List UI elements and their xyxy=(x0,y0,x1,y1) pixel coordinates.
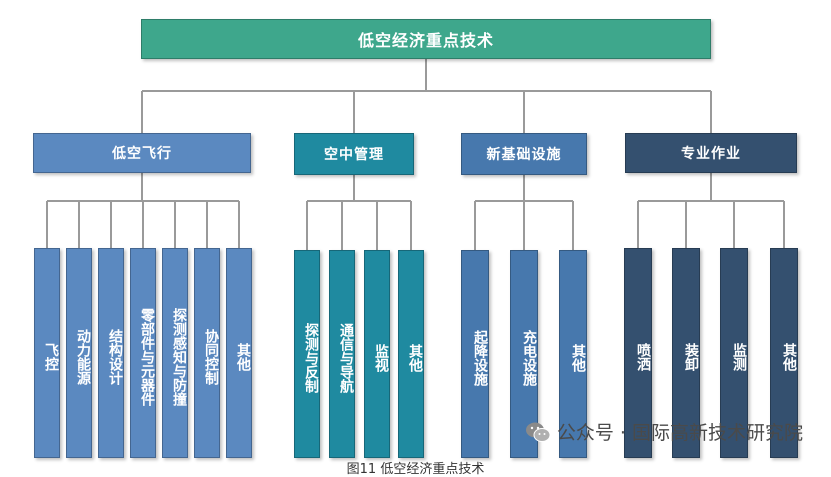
category-label: 专业作业 xyxy=(681,146,741,162)
leaf-node: 协同控制 xyxy=(194,248,220,458)
leaf-label: 充电设施 xyxy=(521,330,537,386)
root-node: 低空经济重点技术 xyxy=(141,19,711,59)
connector-lines xyxy=(46,59,785,250)
category-node-professional-operations: 专业作业 xyxy=(625,133,797,173)
leaf-label: 监视 xyxy=(373,344,389,372)
leaf-node: 其他 xyxy=(770,248,798,458)
figure-caption: 图11 低空经济重点技术 xyxy=(346,462,485,477)
leaf-label: 其他 xyxy=(781,343,797,371)
leaf-node: 装卸 xyxy=(672,248,700,458)
category-label: 空中管理 xyxy=(324,147,384,163)
leaf-label: 起降设施 xyxy=(472,330,488,386)
category-label: 低空飞行 xyxy=(112,146,172,162)
leaf-node: 探测与反制 xyxy=(294,250,320,458)
leaf-label: 结构设计 xyxy=(107,329,123,385)
leaf-label: 探测与反制 xyxy=(303,323,319,393)
leaf-node: 通信与导航 xyxy=(329,250,355,458)
leaf-node: 其他 xyxy=(398,250,424,458)
leaf-node: 探测感知与防撞 xyxy=(162,248,188,458)
category-node-new-infrastructure: 新基础设施 xyxy=(461,133,587,175)
leaf-label: 通信与导航 xyxy=(338,323,354,393)
leaf-label: 协同控制 xyxy=(203,329,219,385)
leaf-label: 其他 xyxy=(570,344,586,372)
leaf-label: 监测 xyxy=(731,343,747,371)
watermark-text: 公众号 · 国际高新技术研究院 xyxy=(556,422,803,444)
leaf-node: 动力能源 xyxy=(66,248,92,458)
leaf-node: 其他 xyxy=(559,250,587,458)
leaf-node: 飞控 xyxy=(34,248,60,458)
leaf-label: 探测感知与防撞 xyxy=(171,308,187,406)
leaf-node: 结构设计 xyxy=(98,248,124,458)
tech-tree-diagram: 低空经济重点技术 低空飞行 空中管理 新基础设施 专业作业 飞控 动力能源 结构… xyxy=(33,19,803,477)
category-node-air-management: 空中管理 xyxy=(294,133,414,175)
leaf-node: 其他 xyxy=(226,248,252,458)
leaf-node: 起降设施 xyxy=(461,250,489,458)
leaf-label: 其他 xyxy=(235,343,251,371)
wechat-icon xyxy=(525,421,551,443)
leaf-label: 动力能源 xyxy=(75,329,91,385)
leaf-label: 飞控 xyxy=(43,343,59,371)
root-node-label: 低空经济重点技术 xyxy=(357,31,494,50)
leaf-node: 喷洒 xyxy=(624,248,652,458)
category-label: 新基础设施 xyxy=(486,147,562,163)
category-node-low-altitude-flight: 低空飞行 xyxy=(33,133,251,173)
leaf-label: 其他 xyxy=(407,344,423,372)
watermark: 公众号 · 国际高新技术研究院 xyxy=(525,418,803,445)
leaf-label: 装卸 xyxy=(683,343,699,371)
leaf-label: 喷洒 xyxy=(635,343,651,371)
leaf-label: 零部件与元器件 xyxy=(139,308,155,406)
leaf-node: 监视 xyxy=(364,250,390,458)
leaf-node: 零部件与元器件 xyxy=(130,248,156,458)
leaf-node: 监测 xyxy=(720,248,748,458)
